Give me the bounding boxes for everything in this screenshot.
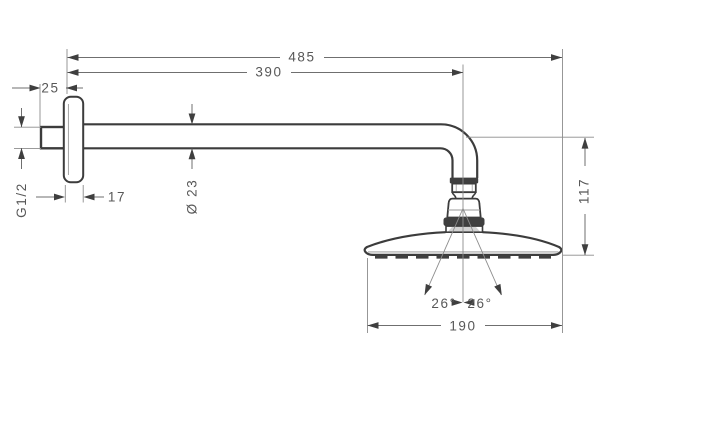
spray-cone: [424, 208, 502, 296]
arrowhead-17-right: [83, 193, 95, 201]
spray-line-right: [462, 208, 502, 296]
arrowhead-190-right: [551, 322, 562, 329]
label-wall-to-plate: 25: [41, 81, 59, 96]
label-connection-thread: G1/2: [14, 182, 29, 218]
supply-stub: [39, 125, 67, 150]
extension-lines: [14, 49, 594, 333]
arrowhead-spray-left: [424, 283, 433, 296]
label-spray-angle-right: 26°: [467, 296, 492, 311]
arrowhead-spray-right: [494, 283, 502, 296]
arrowhead-g12-top: [18, 116, 25, 128]
knurl-ring: [443, 217, 485, 227]
arrowhead-485-left: [67, 54, 79, 61]
arrowhead-190-left: [367, 322, 379, 329]
label-arm-diameter: Ø 23: [185, 179, 200, 215]
arrowhead-angle-center-left: [451, 299, 463, 306]
arrowhead-17-left: [54, 193, 65, 201]
arrowhead-25-right: [66, 84, 77, 92]
arrowhead-390-right: [452, 69, 463, 76]
flange-shading: [447, 227, 481, 232]
arrowhead-390-left: [67, 69, 79, 76]
dimension-lines: [12, 57, 586, 326]
arrowhead-angle-center-right: [463, 299, 475, 306]
shower-product: [39, 95, 563, 259]
head-flange: [445, 225, 484, 234]
dimension-labels: 485 390 25 17 G1/2 Ø 23 117 26° 26° 190: [14, 50, 592, 334]
dimension-arrowheads: [18, 54, 589, 329]
arrowhead-25-left: [29, 84, 41, 92]
label-arm-projection: 390: [255, 65, 282, 80]
arrowhead-dia23-top: [188, 113, 196, 125]
arrowhead-dia23-bottom: [188, 148, 196, 160]
arrowhead-485-right: [551, 54, 562, 61]
arrowhead-g12-bottom: [18, 148, 25, 159]
shower-arm-outer: [83, 123, 479, 178]
label-height-drop: 117: [577, 178, 592, 204]
spray-line-left: [424, 208, 464, 296]
arrowhead-117-top: [581, 137, 589, 149]
arrowhead-117-bottom: [581, 244, 589, 256]
label-total-projection: 485: [288, 50, 315, 65]
connector-nut-band: [449, 177, 479, 184]
connector-neck: [451, 191, 477, 199]
shower-arm-inner: [83, 147, 454, 178]
label-spray-angle-left: 26°: [431, 296, 456, 311]
label-plate-depth: 17: [108, 190, 126, 205]
ball-housing: [446, 197, 482, 219]
label-spray-face-diameter: 190: [449, 319, 476, 334]
wall-plate: [62, 95, 85, 184]
